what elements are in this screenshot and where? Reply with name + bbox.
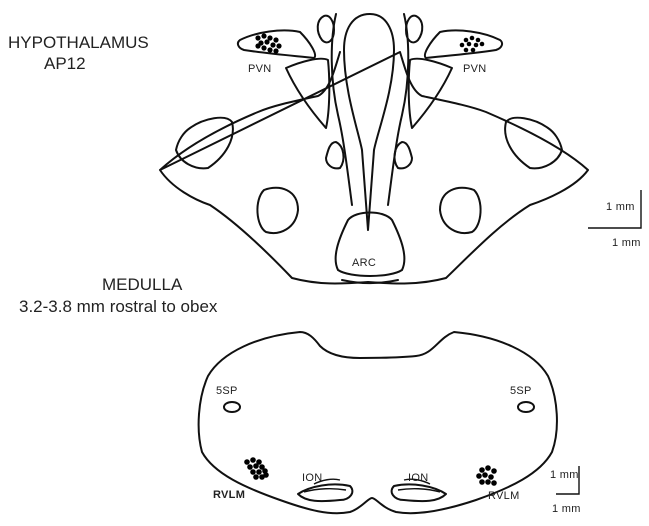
small-nucleus-left bbox=[326, 142, 343, 168]
hypothalamus-outline bbox=[160, 52, 588, 283]
rvlm-left-label: RVLM bbox=[213, 489, 245, 501]
rvlm-left-cells bbox=[244, 457, 269, 480]
hypothalamus-scale-vertical: 1 mm bbox=[606, 201, 635, 213]
sp5-left-label: 5SP bbox=[216, 385, 238, 397]
ion-right-label: ION bbox=[408, 472, 428, 484]
lateral-oval-left bbox=[176, 118, 233, 169]
ventricle-outer-right bbox=[388, 14, 408, 205]
hypothalamus-title: HYPOTHALAMUS bbox=[8, 33, 149, 52]
small-nucleus-right bbox=[395, 142, 412, 168]
medulla-scale-horizontal: 1 mm bbox=[552, 503, 581, 515]
medulla-title: MEDULLA bbox=[102, 275, 183, 294]
hypothalamus-level: AP12 bbox=[44, 54, 86, 73]
pvn-right-label: PVN bbox=[463, 63, 487, 75]
rvlm-right-cells bbox=[476, 465, 497, 486]
pvn-left-shape bbox=[238, 30, 315, 58]
mid-oval-left bbox=[257, 188, 298, 233]
fornix-left bbox=[318, 16, 334, 43]
sp5-right-shape bbox=[518, 402, 534, 412]
fornix-right bbox=[406, 16, 422, 43]
ventricle-outer-left bbox=[332, 14, 352, 205]
pvn-right-cells bbox=[460, 36, 485, 53]
ion-left-label: ION bbox=[302, 472, 322, 484]
wedge-right bbox=[409, 59, 452, 128]
medulla-scale-vertical: 1 mm bbox=[550, 469, 579, 481]
medulla-level: 3.2-3.8 mm rostral to obex bbox=[19, 297, 218, 316]
rvlm-right-label: RVLM bbox=[488, 490, 520, 502]
medulla-outline bbox=[199, 332, 557, 513]
mid-oval-right bbox=[440, 188, 481, 233]
sp5-left-shape bbox=[224, 402, 240, 412]
hypothalamus-section: HYPOTHALAMUS AP12 PVN PVN ARC 1 mm 1 mm bbox=[8, 14, 641, 283]
medulla-section: MEDULLA 3.2-3.8 mm rostral to obex 5SP 5… bbox=[19, 275, 581, 515]
pvn-left-label: PVN bbox=[248, 63, 272, 75]
arc-label: ARC bbox=[352, 257, 376, 269]
hypothalamus-scale-horizontal: 1 mm bbox=[612, 237, 641, 249]
pvn-left-cells bbox=[255, 33, 281, 53]
sp5-right-label: 5SP bbox=[510, 385, 532, 397]
